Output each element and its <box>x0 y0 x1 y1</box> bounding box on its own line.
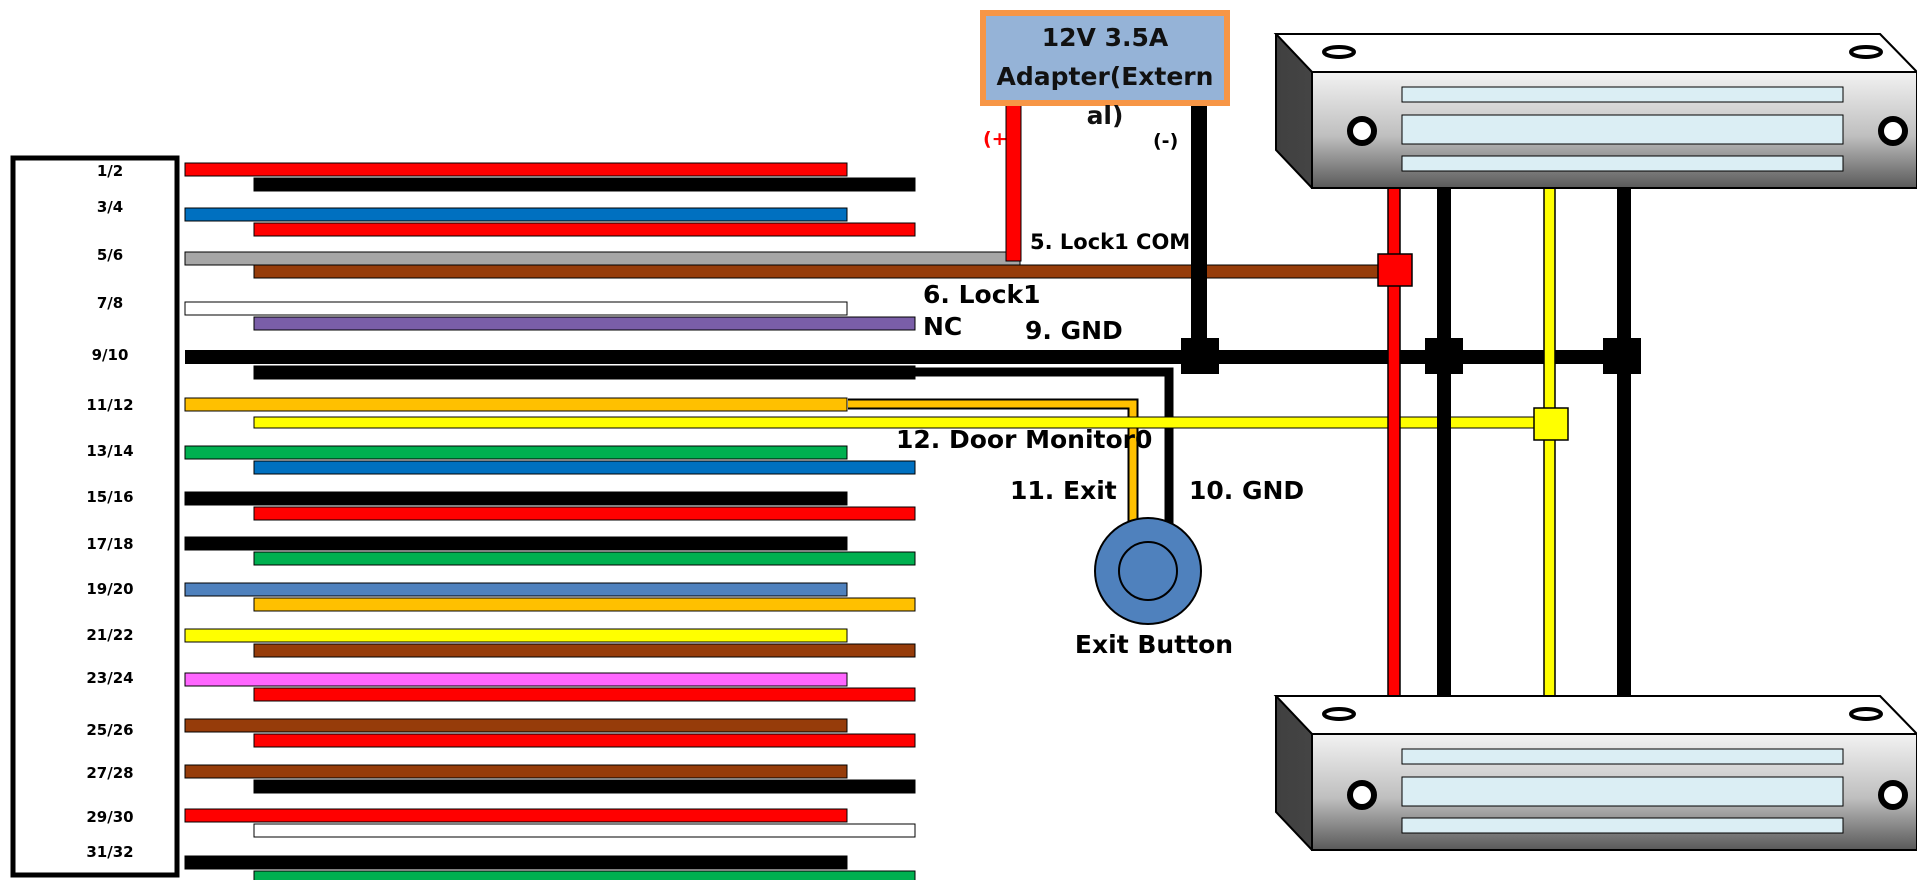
pin-label: 27/28 <box>86 764 133 782</box>
pin-label: 19/20 <box>86 580 133 598</box>
wire-harness <box>184 162 916 884</box>
wire-lock1-nc <box>253 264 1392 279</box>
pin-label: 25/26 <box>86 721 133 739</box>
pin-label: 7/8 <box>97 294 123 312</box>
pin-label: 23/24 <box>86 669 133 687</box>
pin-label: 3/4 <box>97 198 123 216</box>
pin-label: 21/22 <box>86 626 133 644</box>
wire-black <box>184 536 848 551</box>
wire-black <box>253 779 916 794</box>
pin-label: 9/10 <box>92 346 129 364</box>
connector-pin-labels: 1/2 3/4 5/6 7/8 9/10 11/12 13/14 15/16 17/18 19/2… <box>86 162 133 861</box>
wire-lock1-com <box>184 251 1021 266</box>
wire-green <box>253 551 916 566</box>
adapter-positive-label: (+) <box>983 128 1016 150</box>
wire-pink <box>184 672 848 687</box>
label-lock1-nc-line1: 6. Lock1 <box>923 280 1041 309</box>
pin-label: 31/32 <box>86 843 133 861</box>
wire-blue <box>253 460 916 475</box>
wire-green <box>253 870 916 884</box>
pin-label: 17/18 <box>86 535 133 553</box>
wire-blue <box>184 207 848 222</box>
wire-black <box>253 177 916 192</box>
junction-gnd-lock2 <box>1603 338 1641 374</box>
pin-label: 13/14 <box>86 442 133 460</box>
wire-white <box>253 823 916 838</box>
exit-button-label: Exit Button <box>1075 630 1233 659</box>
wire-black <box>253 365 916 380</box>
wire-red <box>253 687 916 702</box>
power-adapter-box <box>980 10 1230 106</box>
wire-brown <box>184 718 848 733</box>
label-exit11: 11. Exit <box>1010 476 1117 505</box>
pin-label: 11/12 <box>86 396 133 414</box>
label-gnd10: 10. GND <box>1189 476 1304 505</box>
label-lock1-nc-line2: NC <box>923 312 962 341</box>
wire-red <box>253 506 916 521</box>
pin-label: 5/6 <box>97 246 123 264</box>
wire-gnd10 <box>915 367 1174 530</box>
wire-red <box>253 222 916 237</box>
adapter-label-line1: 12V 3.5A <box>1041 23 1169 52</box>
lock-riser-black-1 <box>1437 186 1451 699</box>
wire-gnd-bus <box>185 350 1639 364</box>
label-door-monitor: 12. Door Monitor0 <box>896 425 1152 454</box>
wire-orange <box>253 597 916 612</box>
exit-button-device: Exit Button <box>1075 517 1233 659</box>
pin-label: 15/16 <box>86 488 133 506</box>
wire-purple <box>253 316 916 331</box>
connector-block <box>10 155 180 878</box>
wire-green <box>184 445 848 460</box>
wire-white <box>184 301 848 316</box>
wire-steel_blue <box>184 582 848 597</box>
maglock-icon <box>1273 33 1917 189</box>
wire-red <box>184 162 848 177</box>
label-lock1-com: 5. Lock1 COM <box>1030 230 1190 254</box>
wire-red <box>184 808 848 823</box>
push-button-inner <box>1118 541 1178 601</box>
wire-adapter-negative <box>1191 106 1207 356</box>
adapter-label-line3: al) <box>1086 101 1124 130</box>
adapter-negative-label: (-) <box>1153 130 1178 152</box>
pin-label: 1/2 <box>97 162 123 180</box>
adapter-label: 12V 3.5A Adapter(Extern al) <box>986 18 1224 135</box>
wire-yellow <box>184 628 848 643</box>
wire-brown <box>184 764 848 779</box>
wire-black <box>184 491 848 506</box>
pin-label: 29/30 <box>86 808 133 826</box>
label-gnd9: 9. GND <box>1025 316 1123 345</box>
junction-gnd-lock1 <box>1425 338 1463 374</box>
wire-brown <box>253 643 916 658</box>
junction-door-monitor <box>1533 407 1569 441</box>
lock-riser-black-2 <box>1617 186 1631 699</box>
junction-gnd-adapter <box>1181 338 1219 374</box>
junction-lock-nc <box>1377 253 1413 287</box>
wire-orange <box>184 397 848 412</box>
maglock-icon <box>1273 695 1917 851</box>
adapter-label-line2: Adapter(Extern <box>996 62 1214 91</box>
wire-black <box>184 855 848 870</box>
wire-exit11 <box>848 400 1137 530</box>
wire-red <box>253 733 916 748</box>
lock-riser-yellow <box>1543 185 1556 700</box>
